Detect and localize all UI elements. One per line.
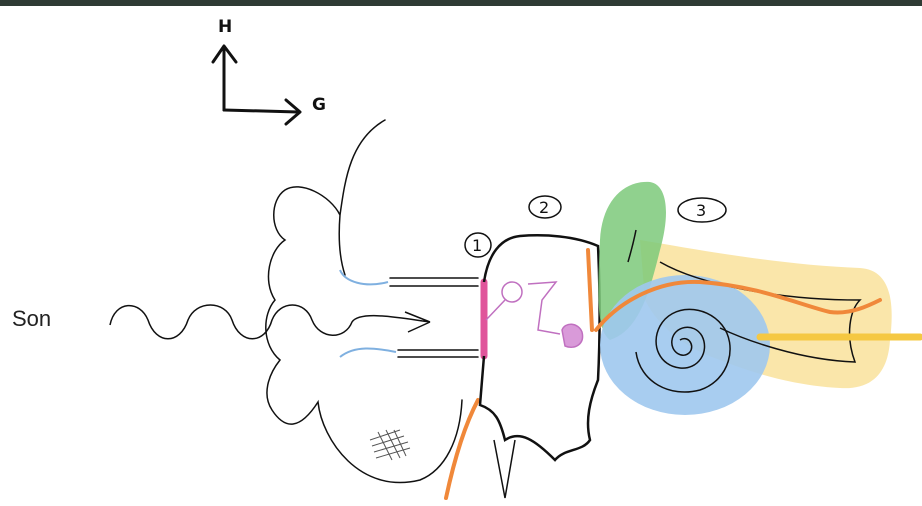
sound-wave (110, 305, 430, 339)
axis-label-right: G (312, 95, 326, 115)
ossicles (486, 282, 583, 347)
malleus-head (502, 282, 522, 302)
right-arrow-icon (224, 100, 300, 124)
malleus-handle (486, 300, 505, 320)
marker-3: 3 (678, 198, 726, 222)
marker-1: 1 (465, 233, 491, 257)
canal-lining-lower (340, 348, 396, 357)
canal-lining-upper (340, 270, 388, 284)
marker-2: 2 (529, 196, 561, 218)
marker-1-number: 1 (472, 236, 482, 255)
stapes (562, 324, 583, 347)
hatched-area (370, 430, 410, 460)
marker-3-number: 3 (696, 201, 706, 220)
outer-ear (266, 120, 478, 483)
orientation-axes (213, 46, 300, 124)
inner-ear (596, 182, 920, 415)
middle-inner-boundary (588, 250, 592, 330)
canal-upper-wall (390, 278, 478, 286)
marker-2-number: 2 (539, 198, 549, 217)
axis-label-up: H (218, 17, 232, 37)
cochlea-area (600, 275, 770, 415)
eustachian-tube (494, 440, 515, 498)
canal-lower-wall (398, 350, 478, 357)
up-arrow-icon (213, 46, 236, 110)
middle-ear-chamber (480, 235, 600, 460)
pinna-outline (266, 120, 462, 483)
incus (528, 282, 560, 334)
